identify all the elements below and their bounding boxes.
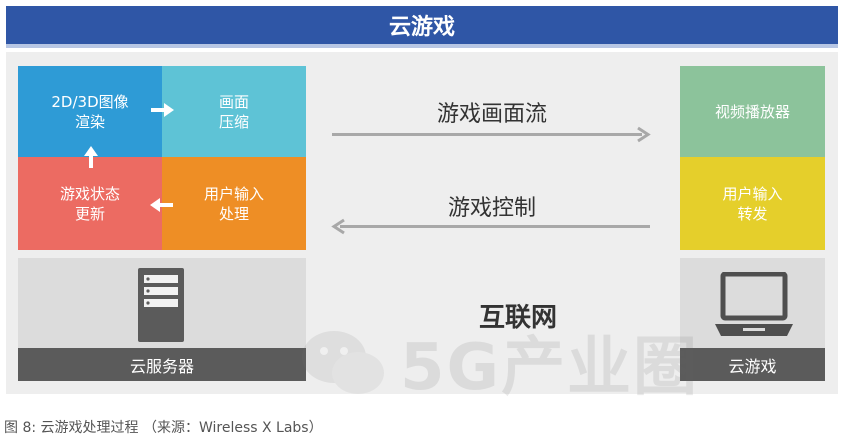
update-cell: 游戏状态 更新 [18,157,162,250]
input-forward-label: 用户输入 转发 [722,184,783,223]
arrow-left-icon [150,198,173,212]
update-label: 游戏状态 更新 [59,184,120,223]
render-cell: 2D/3D图像 渲染 [18,66,162,157]
render-label: 2D/3D图像 渲染 [51,92,129,131]
control-label: 游戏控制 [447,196,536,221]
server-icon [138,268,184,342]
arrow-up-icon [84,146,98,168]
client-label: 云游戏 [728,356,777,376]
input-process-cell: 用户输入 处理 [162,157,306,250]
header-bar: 云游戏 [6,6,838,48]
client-label-bar: 云游戏 [680,348,825,381]
control-arrow-icon [331,218,650,235]
network-label: 互联网 [478,303,557,333]
inner-arrows [84,103,174,212]
laptop-icon [715,272,793,336]
compress-label: 画面 压缩 [218,92,249,131]
compress-cell: 画面 压缩 [162,66,306,157]
player-cell: 视频播放器 [680,66,825,157]
input-process-label: 用户输入 处理 [203,184,264,223]
stream-arrow-icon [332,126,651,143]
figure-caption: 图 8: 云游戏处理过程 （来源：Wireless X Labs） [4,420,323,436]
arrow-right-icon [151,103,174,117]
server-label-bar: 云服务器 [18,348,306,381]
stream-label: 游戏画面流 [436,102,547,127]
player-label: 视频播放器 [714,102,790,121]
server-label: 云服务器 [129,356,194,376]
input-forward-cell: 用户输入 转发 [680,157,825,250]
header-title: 云游戏 [388,15,455,40]
